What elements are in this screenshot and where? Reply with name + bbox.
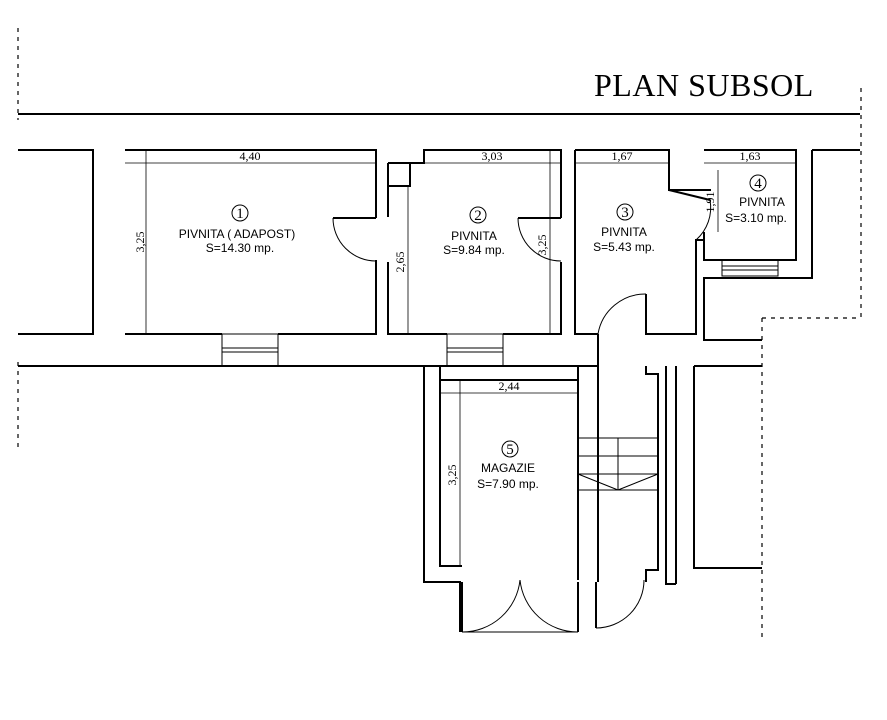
- room-1-door: [332, 217, 377, 262]
- room-2-name: PIVNITA: [451, 229, 497, 243]
- room-1-window: [221, 333, 279, 367]
- room-2-dimensions: 3,03 2,65 3,25: [393, 149, 561, 334]
- room-4-dimensions: 1,63 1,91: [703, 149, 796, 232]
- room-5-label: 5 MAGAZIE S=7.90 mp.: [477, 440, 539, 491]
- room-4-window: [721, 259, 779, 277]
- room-2-window: [446, 333, 504, 367]
- room-5-number: 5: [506, 442, 514, 458]
- room-3-name: PIVNITA: [601, 225, 647, 239]
- room-2-height-right: 3,25: [535, 235, 549, 256]
- room-1-width: 4,40: [240, 149, 261, 163]
- room-4-width: 1,63: [740, 149, 761, 163]
- room-1-number: 1: [236, 206, 244, 222]
- right-lower-walls: [665, 365, 762, 585]
- room-1-height: 3,25: [133, 232, 147, 253]
- room-3-width: 1,67: [612, 149, 633, 163]
- right-walls: [703, 149, 860, 341]
- room-2-number: 2: [474, 208, 482, 224]
- room-2-door: [517, 217, 562, 262]
- left-room-outline: [18, 149, 94, 335]
- room-3-outline: [574, 149, 711, 335]
- room-3-area: S=5.43 mp.: [593, 240, 655, 254]
- property-boundary: [17, 28, 862, 640]
- room-4-name: PIVNITA: [739, 195, 785, 209]
- room-1-name: PIVNITA ( ADAPOST): [179, 227, 295, 241]
- stair-door-top: [597, 293, 647, 366]
- room-1-outline: [125, 149, 377, 335]
- room-4-height: 1,91: [703, 192, 717, 213]
- room-3-dimensions: 1,67: [575, 149, 669, 164]
- room-5-outline: [423, 365, 579, 632]
- room-2-height-left: 2,65: [393, 252, 407, 273]
- room-5-double-door: [461, 579, 579, 633]
- room-4-number: 4: [754, 176, 762, 192]
- room-2-width: 3,03: [482, 149, 503, 163]
- stairwell: [577, 366, 659, 582]
- room-4-label: 4 PIVNITA S=3.10 mp.: [725, 174, 787, 225]
- room-4-outline: [703, 149, 797, 261]
- room-2-label: 2 PIVNITA S=9.84 mp.: [443, 206, 505, 257]
- room-5-area: S=7.90 mp.: [477, 477, 539, 491]
- room-5-height: 3,25: [445, 465, 459, 486]
- room-3-door: [668, 189, 712, 241]
- room-1-label: 1 PIVNITA ( ADAPOST) S=14.30 mp.: [179, 204, 295, 255]
- room-1-dimensions: 4,40 3,25: [125, 149, 376, 334]
- room-5-width: 2,44: [499, 379, 520, 393]
- room-5-name: MAGAZIE: [481, 461, 535, 475]
- room-2-outline: [387, 149, 562, 335]
- stair-door-bottom: [595, 579, 645, 629]
- room-3-number: 3: [621, 205, 629, 221]
- room-1-area: S=14.30 mp.: [206, 241, 274, 255]
- room-5-dimensions: 2,44 3,25: [440, 379, 578, 566]
- plan-title: PLAN SUBSOL: [594, 67, 814, 103]
- room-4-area: S=3.10 mp.: [725, 211, 787, 225]
- room-3-label: 3 PIVNITA S=5.43 mp.: [593, 203, 655, 254]
- room-2-area: S=9.84 mp.: [443, 243, 505, 257]
